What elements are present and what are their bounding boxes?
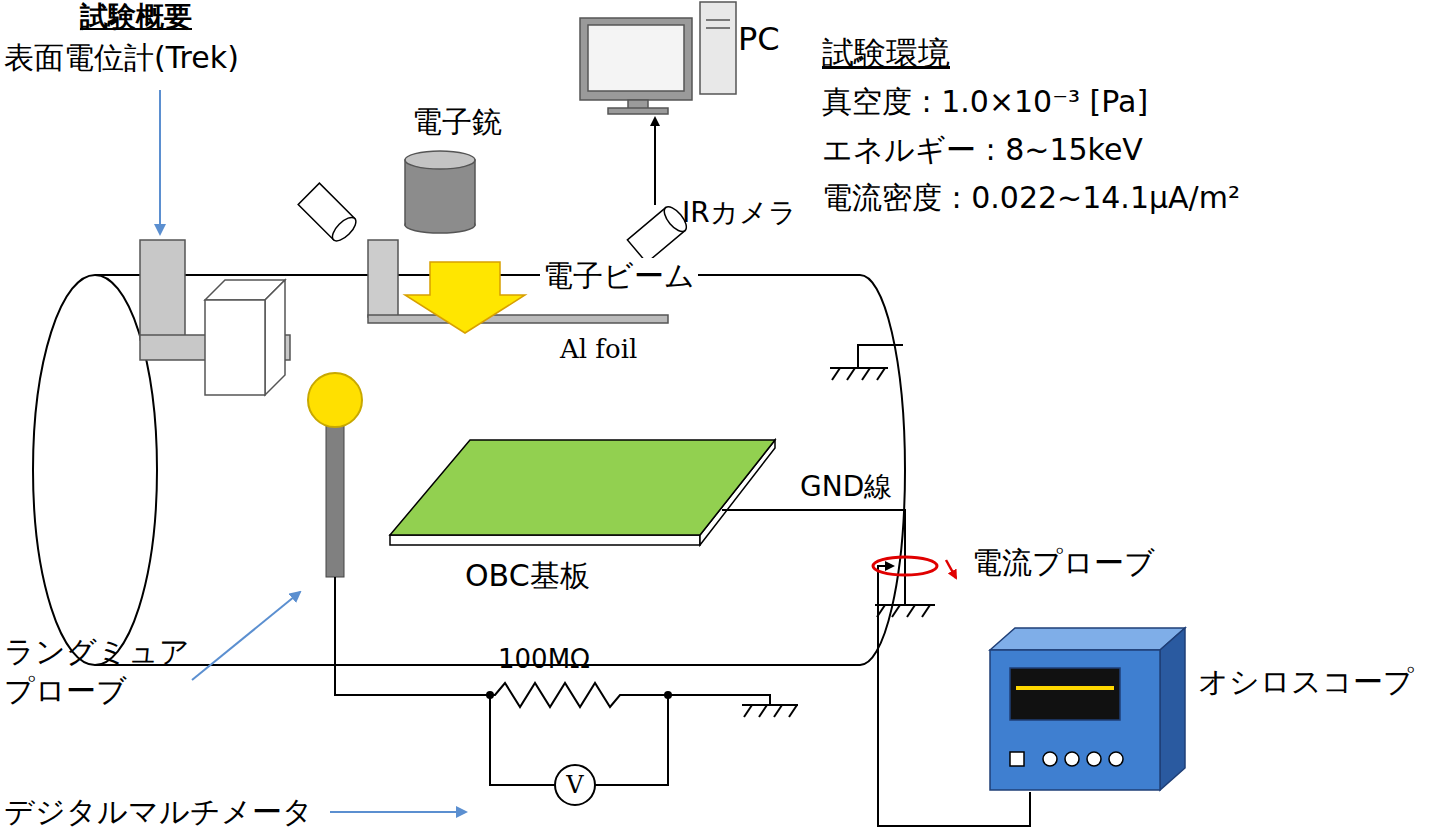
current-probe [873, 557, 937, 575]
ir-camera [627, 203, 690, 263]
obc-board [390, 440, 775, 545]
part-label: 電子ビーム [540, 258, 698, 294]
part-label: OBC基板 [465, 558, 590, 594]
current-direction-arrow [946, 560, 956, 578]
part-label: Al foil [560, 334, 637, 365]
junction-dot [664, 691, 672, 699]
electron-beam-arrow [405, 262, 525, 333]
instrument-label: 表面電位計(Trek) [4, 40, 239, 76]
ground-symbol [830, 345, 903, 380]
camera [298, 183, 360, 245]
condition-line: 真空度 : 1.0×10⁻³ [Pa] [822, 84, 1148, 120]
leader-arrow [159, 90, 161, 234]
instrument-label: ラングミュア プローブ [4, 632, 204, 710]
section-heading: 試験環境 [822, 34, 950, 72]
wire-label: GND線 [800, 470, 892, 504]
instrument-label: デジタルマルチメータ [4, 794, 313, 830]
pc-icon [580, 2, 736, 114]
leader-arrow [192, 592, 300, 680]
electron-gun [405, 151, 475, 233]
instrument-label: 電流プローブ [972, 545, 1155, 581]
diagram-title: 試験概要 [80, 0, 192, 34]
condition-line: 電流密度 : 0.022~14.1μA/m² [822, 180, 1240, 216]
condition-line: エネルギー : 8~15keV [822, 132, 1143, 168]
instrument-label: PC [738, 20, 780, 58]
surface-potential-meter [140, 240, 290, 395]
instrument-label: IRカメラ [682, 196, 797, 230]
instrument-label: 電子銃 [412, 104, 502, 140]
meter-symbol: V [566, 771, 583, 800]
leader-arrow [330, 811, 466, 813]
instrument-label: オシロスコープ [1198, 664, 1414, 700]
measurement-circuit [335, 577, 798, 805]
ground-symbol [875, 605, 935, 617]
resistor-value: 100MΩ [498, 644, 590, 675]
oscilloscope [990, 628, 1185, 790]
langmuir-probe [308, 373, 362, 577]
junction-dot [486, 691, 494, 699]
signal-arrow [654, 118, 656, 205]
